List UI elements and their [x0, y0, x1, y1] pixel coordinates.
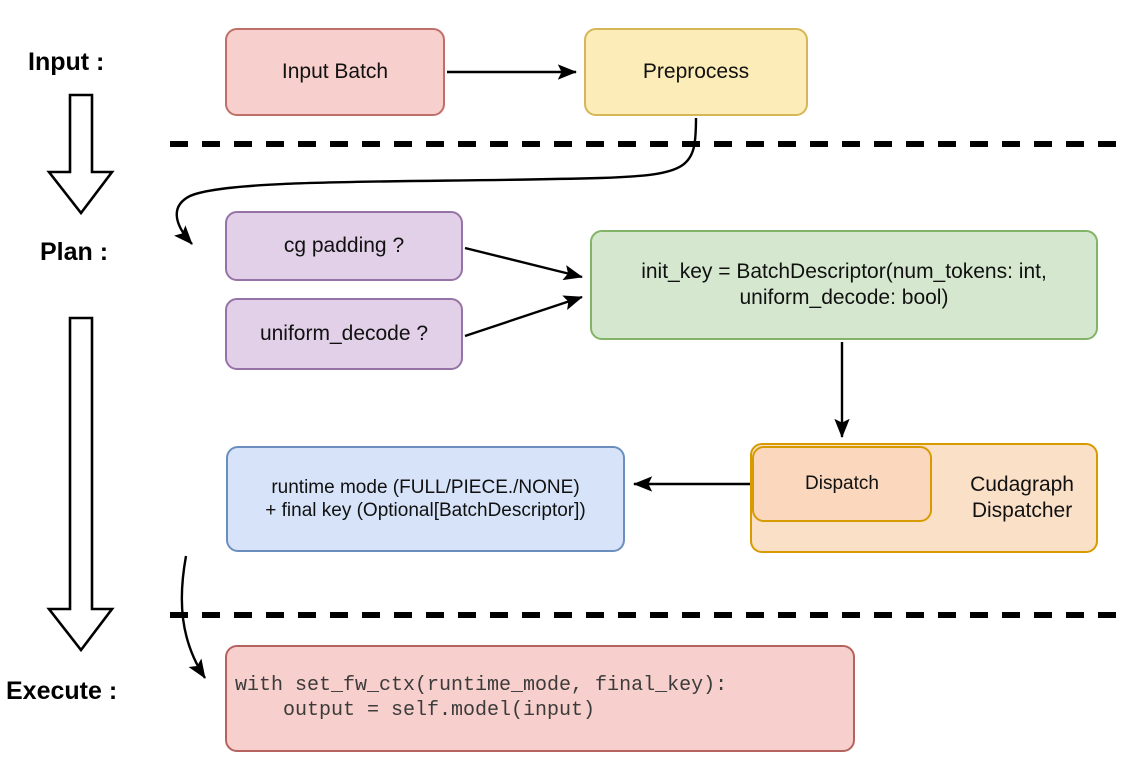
connector-uniform-decode-to-init-key — [464, 295, 583, 338]
cg-padding-node[interactable]: cg padding ? — [225, 211, 463, 281]
stage-label-execute: Execute : — [6, 677, 118, 705]
connector-runtime-mode-to-execute-code — [180, 555, 207, 679]
input-batch-node[interactable]: Input Batch — [225, 28, 445, 116]
block-arrow-down-input-plan — [46, 93, 115, 216]
runtime-mode-final-key-node[interactable]: runtime mode (FULL/PIECE./NONE) + final … — [226, 446, 625, 552]
preprocess-node[interactable]: Preprocess — [584, 28, 808, 116]
execute-code-node[interactable]: with set_fw_ctx(runtime_mode, final_key)… — [225, 645, 855, 752]
uniform-decode-node[interactable]: uniform_decode ? — [225, 298, 463, 370]
connector-cg-padding-to-init-key — [464, 246, 583, 281]
block-arrow-down-plan-execute — [46, 316, 115, 653]
stage-label-input: Input : — [28, 48, 105, 76]
dispatch-node[interactable]: Dispatch — [752, 446, 932, 522]
init-key-batchdescriptor-node[interactable]: init_key = BatchDescriptor(num_tokens: i… — [590, 230, 1098, 340]
stage-label-plan: Plan : — [40, 238, 109, 266]
